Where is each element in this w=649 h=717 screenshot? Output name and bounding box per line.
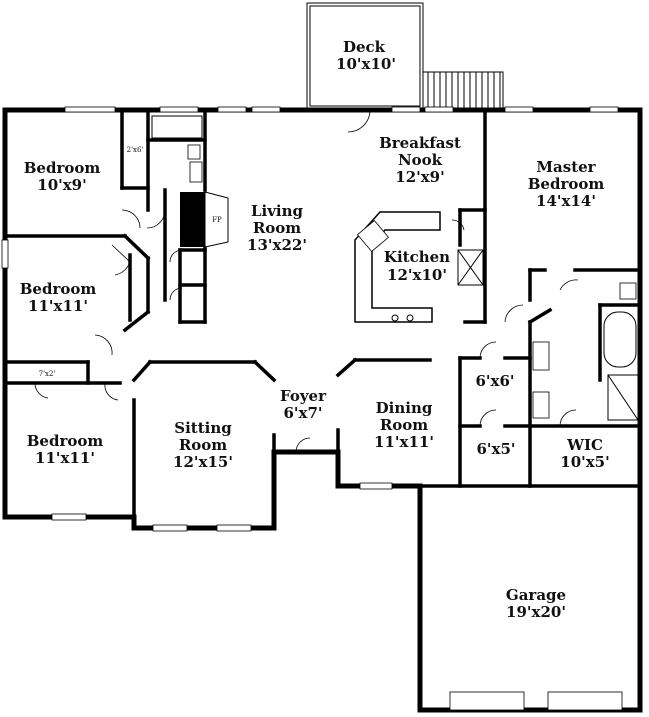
dining-room-name-1: Dining <box>376 399 433 417</box>
interior-walls <box>3 108 642 519</box>
room-labels: Deck 10'x10' Breakfast Nook 12'x9' Maste… <box>20 38 610 621</box>
wic-size: 10'x5' <box>560 453 609 471</box>
wic-name: WIC <box>566 436 603 454</box>
sitting-room-size: 12'x15' <box>173 453 233 471</box>
kitchen-size: 12'x10' <box>387 266 447 284</box>
breakfast-nook-name-1: Breakfast <box>379 134 461 152</box>
bedroom-middle-name: Bedroom <box>20 280 97 298</box>
bedroom-bottom-name: Bedroom <box>27 432 104 450</box>
bedroom-top-size: 10'x9' <box>37 176 86 194</box>
living-room-size: 13'x22' <box>247 236 307 254</box>
laundry-size: 6'x6' <box>475 372 514 390</box>
deck-stairs <box>422 71 504 110</box>
breakfast-nook-size: 12'x9' <box>395 168 444 186</box>
deck-size: 10'x10' <box>336 55 396 73</box>
living-room-name-2: Room <box>253 219 301 237</box>
sitting-room-name-2: Room <box>179 436 227 454</box>
hall-bath-fixtures <box>151 115 203 183</box>
kitchen-name: Kitchen <box>384 248 450 266</box>
dining-room-size: 11'x11' <box>374 433 434 451</box>
deck-name: Deck <box>343 38 386 56</box>
foyer-size: 6'x7' <box>283 404 322 422</box>
bedroom-bottom-size: 11'x11' <box>35 449 95 467</box>
kitchen-counters <box>354 211 484 323</box>
master-bedroom-name-1: Master <box>536 158 596 176</box>
master-bath-fixtures <box>532 282 639 421</box>
doors <box>34 109 579 453</box>
storage-size: 6'x5' <box>476 440 515 458</box>
master-bedroom-name-2: Bedroom <box>528 175 605 193</box>
garage-name: Garage <box>506 586 566 604</box>
garage-size: 19'x20' <box>506 603 566 621</box>
breakfast-nook-name-2: Nook <box>398 151 443 169</box>
fireplace-label: FP <box>212 216 222 224</box>
closet-left-size: 7'x2' <box>39 370 56 378</box>
dining-room-name-2: Room <box>380 416 428 434</box>
foyer-name: Foyer <box>280 387 327 405</box>
bedroom-middle-size: 11'x11' <box>28 297 88 315</box>
master-bedroom-size: 14'x14' <box>536 192 596 210</box>
sitting-room-name-1: Sitting <box>174 419 232 437</box>
windows <box>1 106 623 711</box>
fireplace: FP <box>180 191 229 248</box>
closet-top-size: 2'x6' <box>127 146 144 154</box>
living-room-name-1: Living <box>251 202 304 220</box>
bedroom-top-name: Bedroom <box>24 159 101 177</box>
